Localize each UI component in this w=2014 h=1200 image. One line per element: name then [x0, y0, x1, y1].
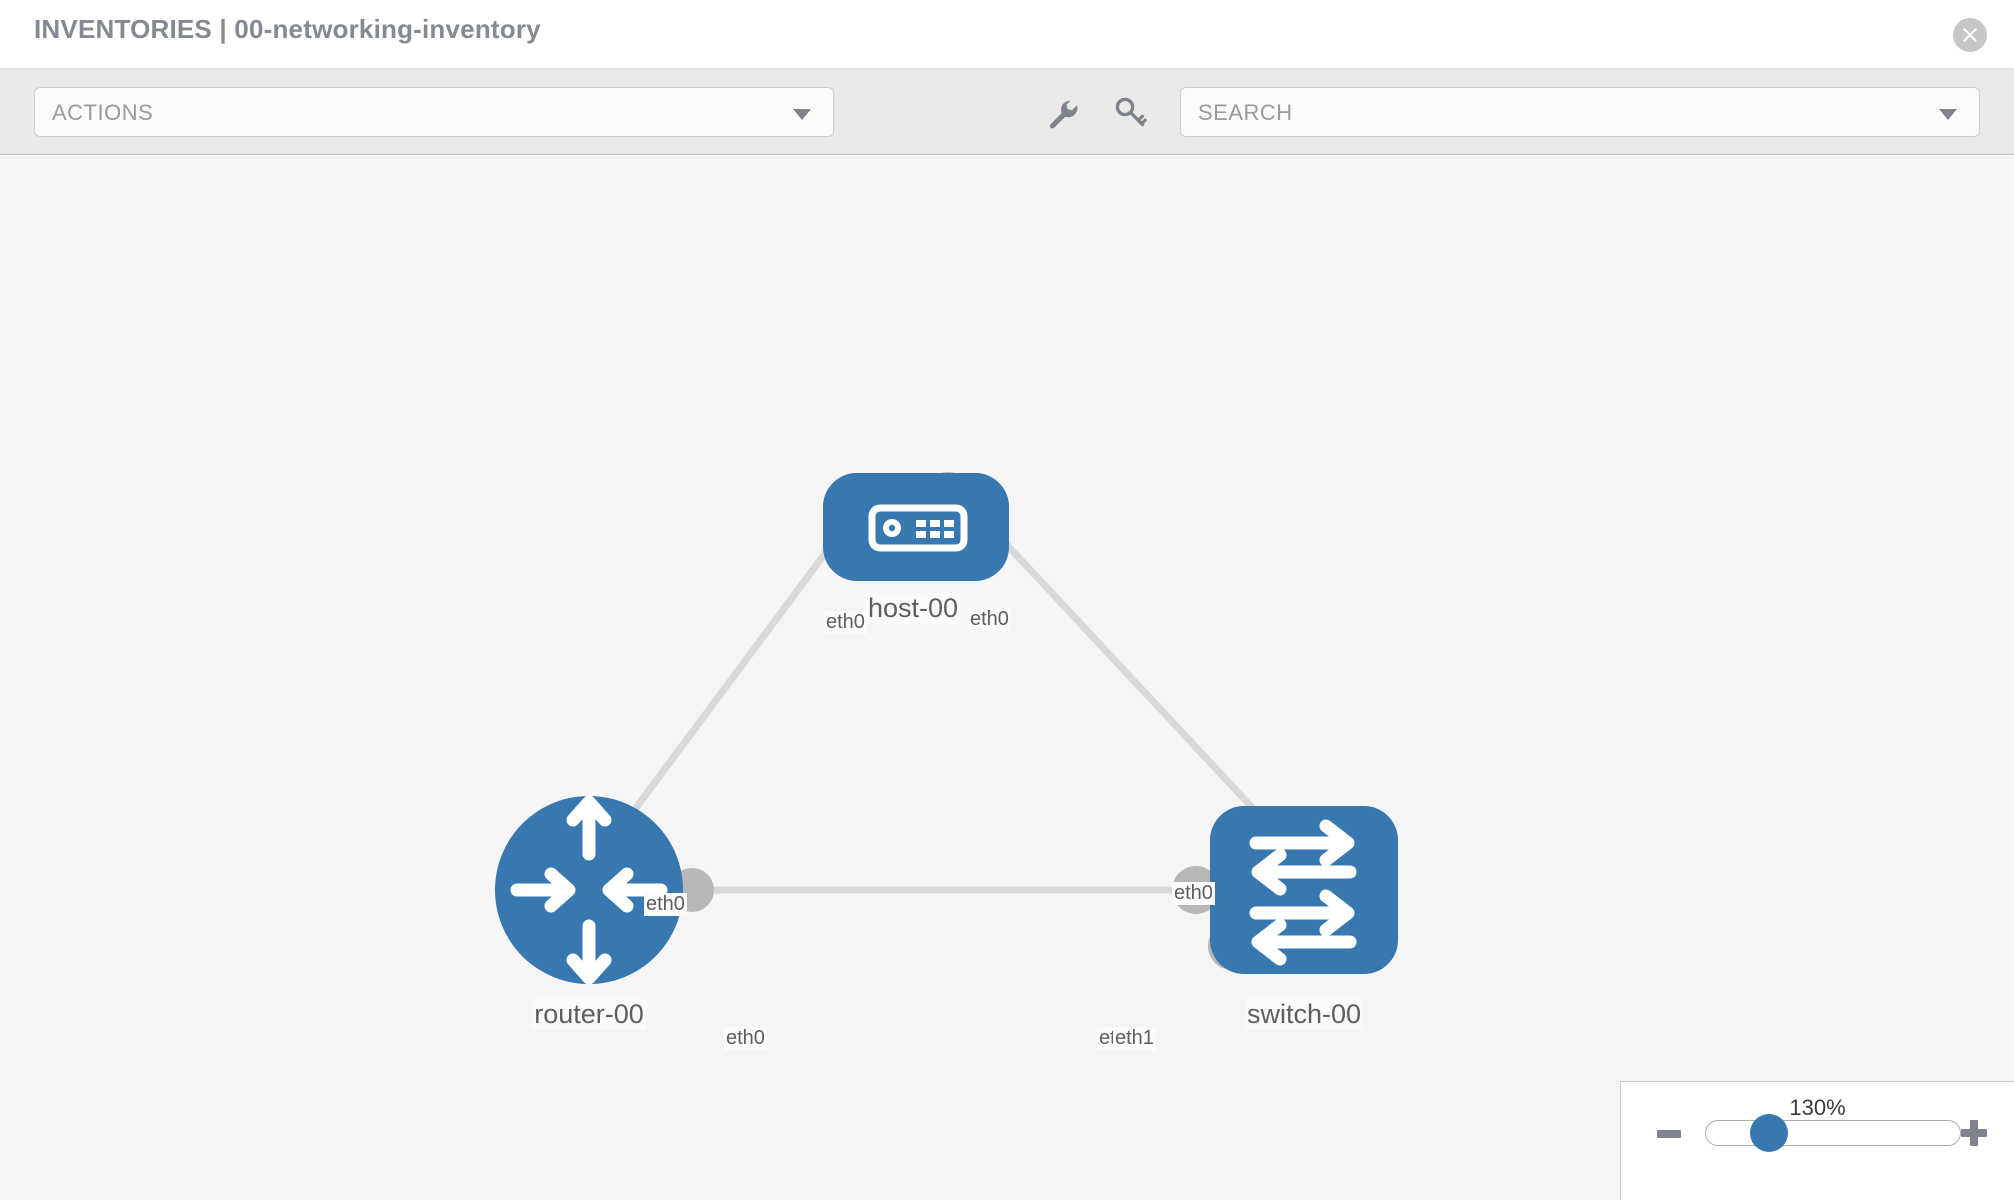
key-icon[interactable] [1112, 95, 1148, 131]
wrench-icon[interactable] [1044, 95, 1080, 131]
node-label-switch-00: switch-00 [1244, 999, 1364, 1030]
iface-label-host00-left: eth0 [824, 611, 867, 634]
node-switch-00 [1210, 806, 1398, 974]
zoom-slider-thumb[interactable] [1750, 1114, 1788, 1152]
plus-icon[interactable] [1961, 1120, 1987, 1146]
iface-label-switch00-uplink: eth0 [1172, 882, 1215, 905]
topology-canvas[interactable]: host-00 router-00 switch-00 eth0 eth0 et… [0, 156, 2014, 1200]
iface-label-router00-eth0: eth0 [724, 1027, 767, 1050]
node-label-router-00: router-00 [532, 999, 646, 1030]
zoom-control-panel: 130% [1620, 1081, 2014, 1200]
iface-label-switch00-eth1: eth1 [1113, 1027, 1156, 1050]
zoom-slider-track[interactable] [1705, 1120, 1961, 1146]
page-title: INVENTORIES | 00-networking-inventory [34, 14, 541, 44]
toolbar: ACTIONS SEARCH [0, 69, 2014, 155]
chevron-down-icon [793, 109, 811, 120]
server-icon [868, 504, 968, 552]
chevron-down-icon [1939, 109, 1957, 120]
iface-label-router00-uplink: eth0 [644, 893, 687, 916]
node-label-host-00: host-00 [865, 593, 961, 624]
topology-graph [495, 472, 1398, 985]
minus-icon[interactable] [1657, 1130, 1681, 1138]
node-host-00 [823, 473, 1009, 581]
close-icon[interactable] [1953, 18, 1987, 52]
node-router-00 [495, 795, 683, 985]
window-header: INVENTORIES | 00-networking-inventory [0, 0, 2014, 69]
actions-dropdown-label: ACTIONS [52, 100, 154, 125]
actions-dropdown[interactable]: ACTIONS [34, 87, 834, 137]
zoom-percent-label: 130% [1789, 1095, 1846, 1120]
iface-label-host00-right: eth0 [968, 608, 1011, 631]
search-input[interactable]: SEARCH [1180, 87, 1980, 137]
search-placeholder: SEARCH [1198, 100, 1293, 125]
switch-arrows-icon [1249, 819, 1357, 966]
router-arrows-icon [510, 795, 668, 985]
